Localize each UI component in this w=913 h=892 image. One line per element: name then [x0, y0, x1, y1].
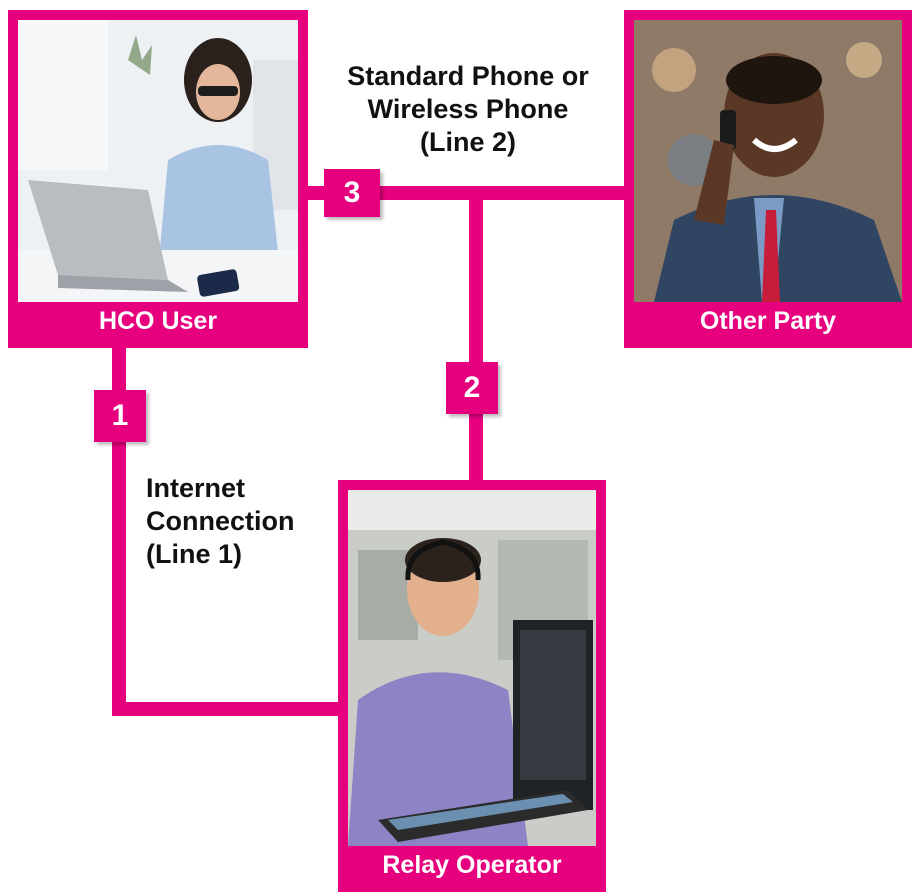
- line-2-label-line-2: Wireless Phone: [367, 94, 569, 124]
- line-2-label: Standard Phone or Wireless Phone (Line 2…: [318, 60, 618, 159]
- other-party-caption: Other Party: [699, 307, 837, 335]
- relay-operator-photo: [348, 490, 596, 846]
- badge-line-3: 3: [324, 169, 380, 217]
- connector-line-1-horizontal: [112, 702, 352, 716]
- connector-line-3-horizontal: [300, 186, 635, 200]
- hco-user-panel: HCO User: [8, 10, 308, 348]
- connector-line-2-vertical: [469, 186, 483, 486]
- line-2-label-line-1: Standard Phone or: [347, 61, 589, 91]
- line-2-label-line-3: (Line 2): [419, 127, 516, 157]
- hco-user-photo: [18, 20, 298, 302]
- line-1-label-line-2: Connection: [146, 506, 295, 536]
- relay-operator-panel: Relay Operator: [338, 480, 606, 892]
- relay-operator-caption: Relay Operator: [382, 851, 562, 879]
- badge-line-2: 2: [446, 362, 498, 414]
- badge-line-1: 1: [94, 390, 146, 442]
- line-1-label-line-3: (Line 1): [146, 539, 243, 569]
- line-1-label-line-1: Internet: [146, 473, 246, 503]
- other-party-photo: [634, 20, 902, 302]
- hco-user-caption: HCO User: [98, 307, 218, 335]
- other-party-panel: Other Party: [624, 10, 912, 348]
- line-1-label: Internet Connection (Line 1): [146, 472, 346, 571]
